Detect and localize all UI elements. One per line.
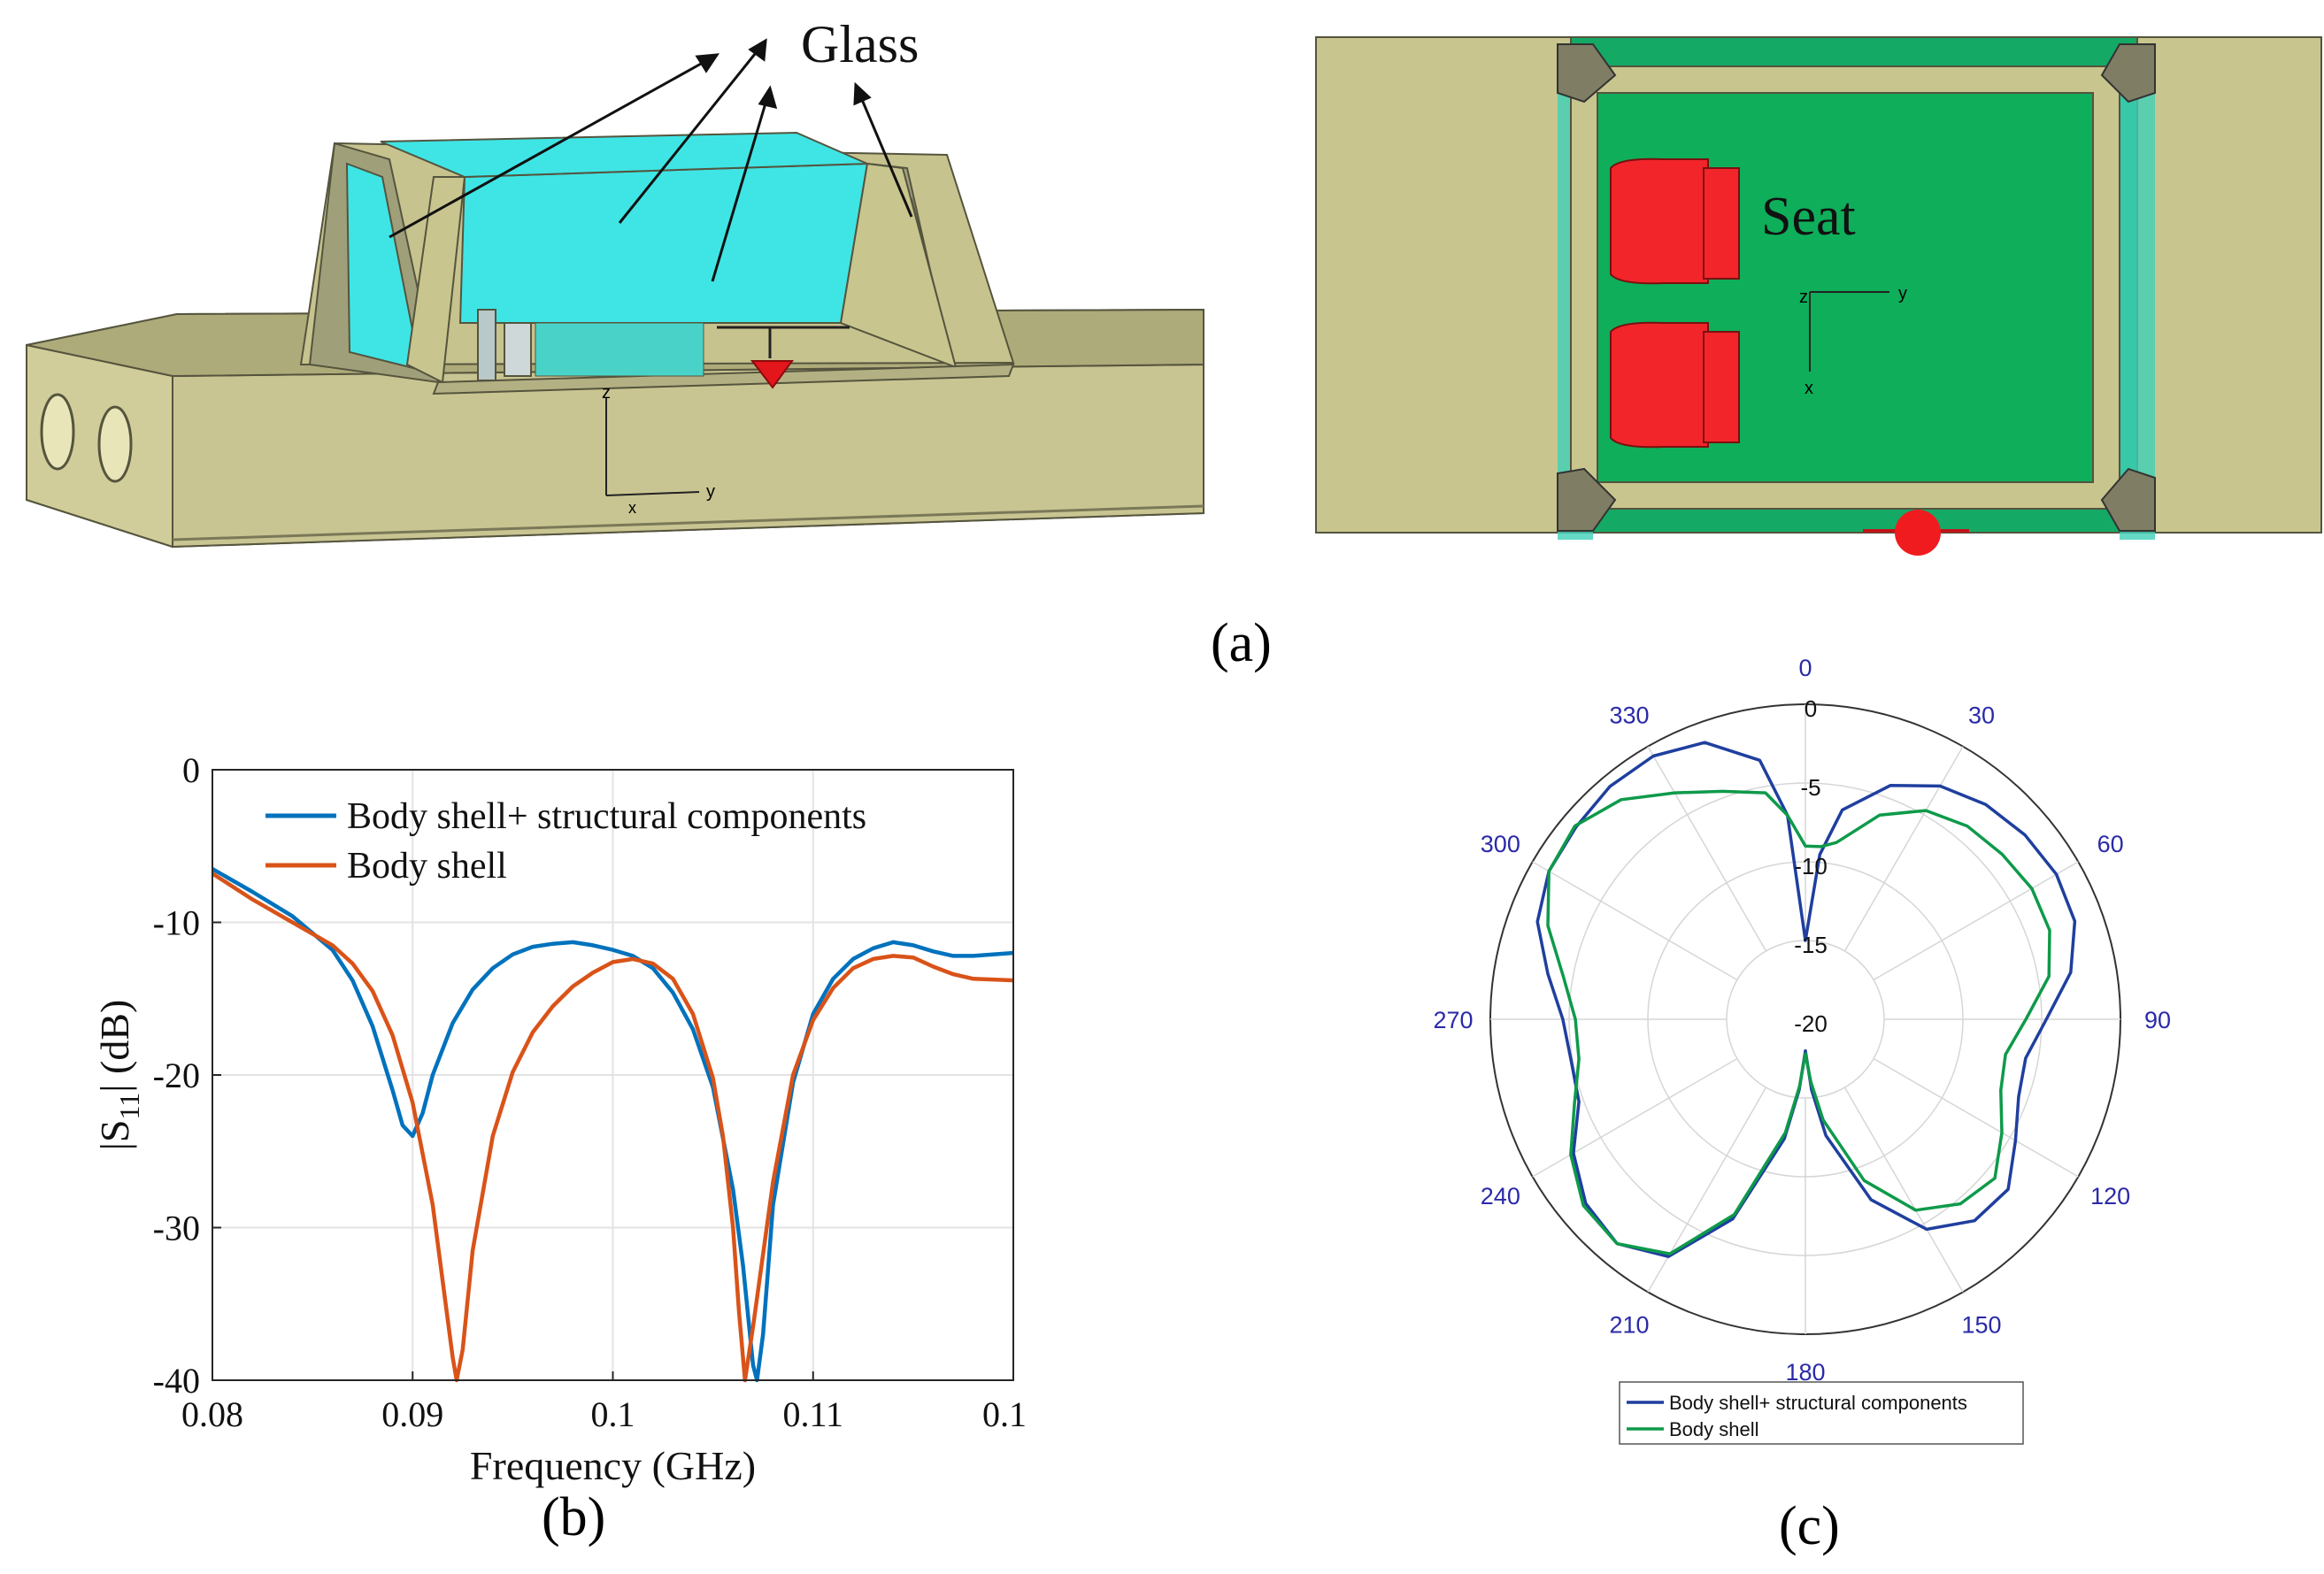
seat-lower <box>1610 321 1740 449</box>
axis-y-label: y <box>706 482 715 502</box>
axis-y-label-top: y <box>1898 284 1907 303</box>
polar-radius-label: -5 <box>1800 774 1820 801</box>
polar-angle-label: 0 <box>1798 655 1812 681</box>
s11-series-group <box>211 867 1014 1383</box>
y-tick-label: -10 <box>153 903 200 943</box>
polar-radius-label: 0 <box>1805 695 1817 722</box>
glass-front <box>458 162 869 324</box>
polar-radius-label: -10 <box>1794 853 1828 879</box>
polar-spoke <box>1843 746 1964 952</box>
polar-series-body-shell <box>1546 789 2051 1255</box>
caption-b: (b) <box>542 1487 606 1547</box>
axis-z-label: z <box>602 383 611 403</box>
x-tick-label: 0.1 <box>591 1394 635 1434</box>
axis-x-label-top: x <box>1805 379 1813 398</box>
polar-series-group <box>1535 741 2077 1258</box>
polar-angle-label: 180 <box>1785 1359 1825 1386</box>
polar-angle-label: 120 <box>2090 1183 2130 1209</box>
polar-spoke <box>1873 1057 2079 1178</box>
polar-radius-label: -20 <box>1794 1010 1828 1037</box>
polar-spoke <box>1873 861 2079 981</box>
feed-port-marker <box>750 360 794 389</box>
y-tick-label: -30 <box>153 1209 200 1248</box>
axis-z-label-top: z <box>1799 288 1808 307</box>
polar-angle-label: 210 <box>1609 1312 1649 1339</box>
axis-triad-top <box>1809 291 1889 372</box>
polar-angle-label: 30 <box>1968 702 1995 728</box>
radiation-pattern-polar: 0 30 60 90 120 150 180 210 240 270 300 330 0 -5 -10 -15… <box>1433 655 2171 1445</box>
polar-angle-label: 330 <box>1609 702 1649 728</box>
x-tick-label: 0.11 <box>782 1394 843 1434</box>
polar-radius-label: -15 <box>1794 932 1828 958</box>
polar-angle-label: 270 <box>1433 1007 1473 1033</box>
s11-y-axis-label: |S11| (dB) <box>92 1000 145 1151</box>
polar-legend-label: Body shell+ structural components <box>1669 1392 1967 1414</box>
y-tick-label: -20 <box>153 1056 200 1095</box>
caption-a: (a) <box>1211 613 1272 673</box>
polar-spoke <box>1532 861 1738 981</box>
x-tick-label: 0.08 <box>181 1394 243 1434</box>
caption-c: (c) <box>1779 1496 1840 1556</box>
axis-x-label: x <box>628 499 636 517</box>
axis-triad-side <box>605 398 700 496</box>
series-line-body-shell <box>211 871 1014 1383</box>
s11-ticks: 0.08 0.09 0.1 0.11 0.12 0 -10 -20 -30 -40 <box>153 750 1027 1434</box>
vehicle-top-view: Seat z y x <box>1315 36 2322 556</box>
legend-label: Body shell <box>347 846 507 887</box>
polar-angle-label: 300 <box>1481 831 1520 857</box>
polar-labels: 0 30 60 90 120 150 180 210 240 270 300 330 0 -5 -10 -15… <box>1433 655 2171 1386</box>
s11-chart: 0.08 0.09 0.1 0.11 0.12 0 -10 -20 -30 -40 Body sh… <box>92 750 1027 1488</box>
x-tick-label: 0.12 <box>982 1394 1027 1434</box>
glass-label: Glass <box>801 18 919 73</box>
seat-label: Seat <box>1761 187 1856 247</box>
polar-angle-label: 60 <box>2097 831 2124 857</box>
vehicle-cabin <box>299 131 1015 395</box>
y-tick-label: -40 <box>153 1361 200 1401</box>
legend-label: Body shell+ structural components <box>347 796 866 837</box>
polar-spoke <box>1843 1086 1964 1293</box>
x-tick-label: 0.09 <box>381 1394 443 1434</box>
polar-spoke <box>1532 1057 1738 1178</box>
polar-legend-label: Body shell <box>1669 1418 1759 1440</box>
polar-spoke <box>1647 746 1767 952</box>
seat-upper <box>1610 157 1740 285</box>
polar-angle-label: 150 <box>1961 1312 2001 1339</box>
feed-port-marker-top <box>1895 510 1941 556</box>
polar-angle-label: 240 <box>1481 1183 1520 1209</box>
vehicle-side-view: Glass z y x <box>26 18 1204 549</box>
y-tick-label: 0 <box>182 750 200 790</box>
polar-legend-box <box>1619 1381 2024 1445</box>
s11-x-axis-label: Frequency (GHz) <box>470 1443 756 1488</box>
s11-gridlines <box>212 769 1014 1381</box>
polar-angle-label: 90 <box>2144 1007 2171 1033</box>
s11-plot-frame <box>212 769 1014 1381</box>
glass-annotation-arrows <box>389 38 913 282</box>
